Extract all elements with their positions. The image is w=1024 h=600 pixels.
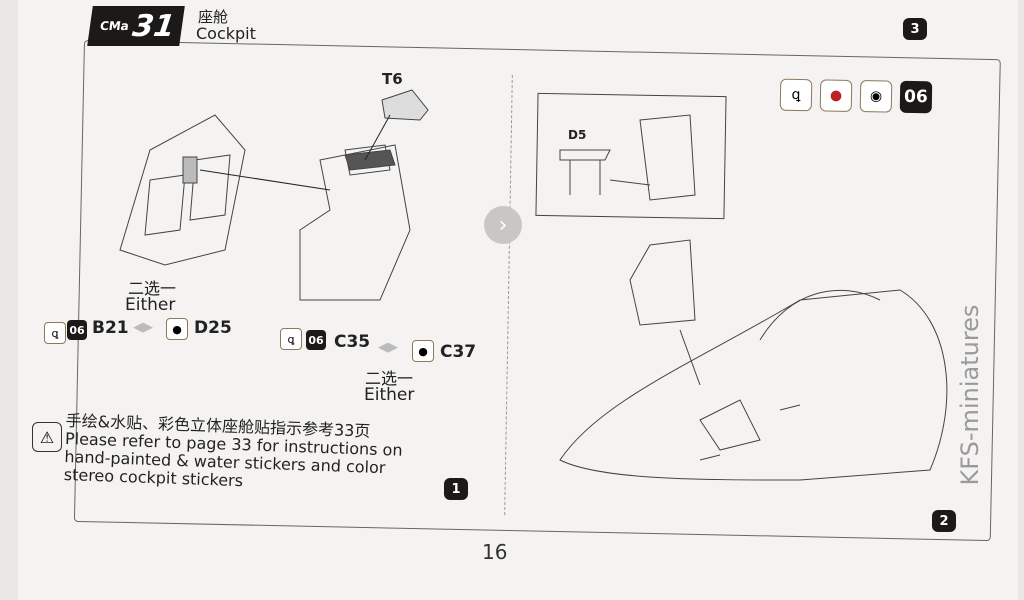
part-label-t6: T6: [382, 70, 403, 88]
part-option-c35: C35: [334, 332, 371, 352]
panel-insert-drawing: [182, 156, 198, 184]
part-label-d5: D5: [568, 128, 587, 142]
either-arrows-icon: ◀▶: [378, 340, 398, 355]
seat-drawing: [629, 239, 701, 386]
page-number: 16: [482, 540, 508, 564]
part-option-b21: B21: [92, 318, 129, 338]
paint-code-badge: 06: [899, 80, 933, 114]
sub-step-badge-2: 2: [932, 510, 956, 532]
inset-parts-drawing: [559, 114, 696, 201]
part-option-d25: D25: [194, 318, 232, 338]
part-option-c37: C37: [440, 342, 477, 362]
watermark: KFS-miniatures: [956, 304, 984, 486]
sticker-note: 手绘&水贴、彩色立体座舱贴指示参考33页 Please refer to pag…: [63, 411, 403, 496]
part-t6-drawing: [381, 89, 429, 121]
stereo-sticker-icon: ◉: [859, 80, 893, 113]
console-slot-drawing: [344, 149, 396, 171]
paint-code-badge: 06: [67, 320, 87, 340]
decal-icon: ●: [166, 318, 188, 340]
paint-brush-icon: ꝗ: [280, 328, 302, 350]
step-title-en: Cockpit: [196, 24, 256, 43]
paint-code-badge: 06: [306, 330, 326, 350]
fuselage-drawing: [559, 289, 948, 481]
assembly-arrows: [199, 114, 391, 191]
paint-brush-icon: ꝗ: [44, 322, 66, 344]
sub-step-badge-1: 1: [444, 478, 468, 500]
previous-step-badge: 3: [903, 18, 927, 40]
choice-cn: 二选一: [365, 369, 414, 388]
choice-cn: 二选一: [128, 279, 177, 298]
choice-en: Either: [125, 295, 176, 315]
decal-icon: ●: [819, 79, 853, 112]
detail-inset: [535, 92, 727, 220]
choice-en: Either: [364, 385, 415, 405]
instrument-panel-drawing: [119, 114, 246, 266]
decal-icon: ●: [412, 340, 434, 362]
step-title-cn: 座舱: [198, 8, 229, 26]
paint-brush-icon: ꝗ: [779, 78, 813, 112]
either-arrows-icon: ◀▶: [133, 320, 153, 335]
next-arrow-icon: ›: [484, 206, 522, 244]
console-drawing: [299, 144, 411, 301]
warning-icon: ⚠: [32, 422, 62, 452]
paint-icons: ꝗ ● ◉ 06: [779, 78, 933, 114]
